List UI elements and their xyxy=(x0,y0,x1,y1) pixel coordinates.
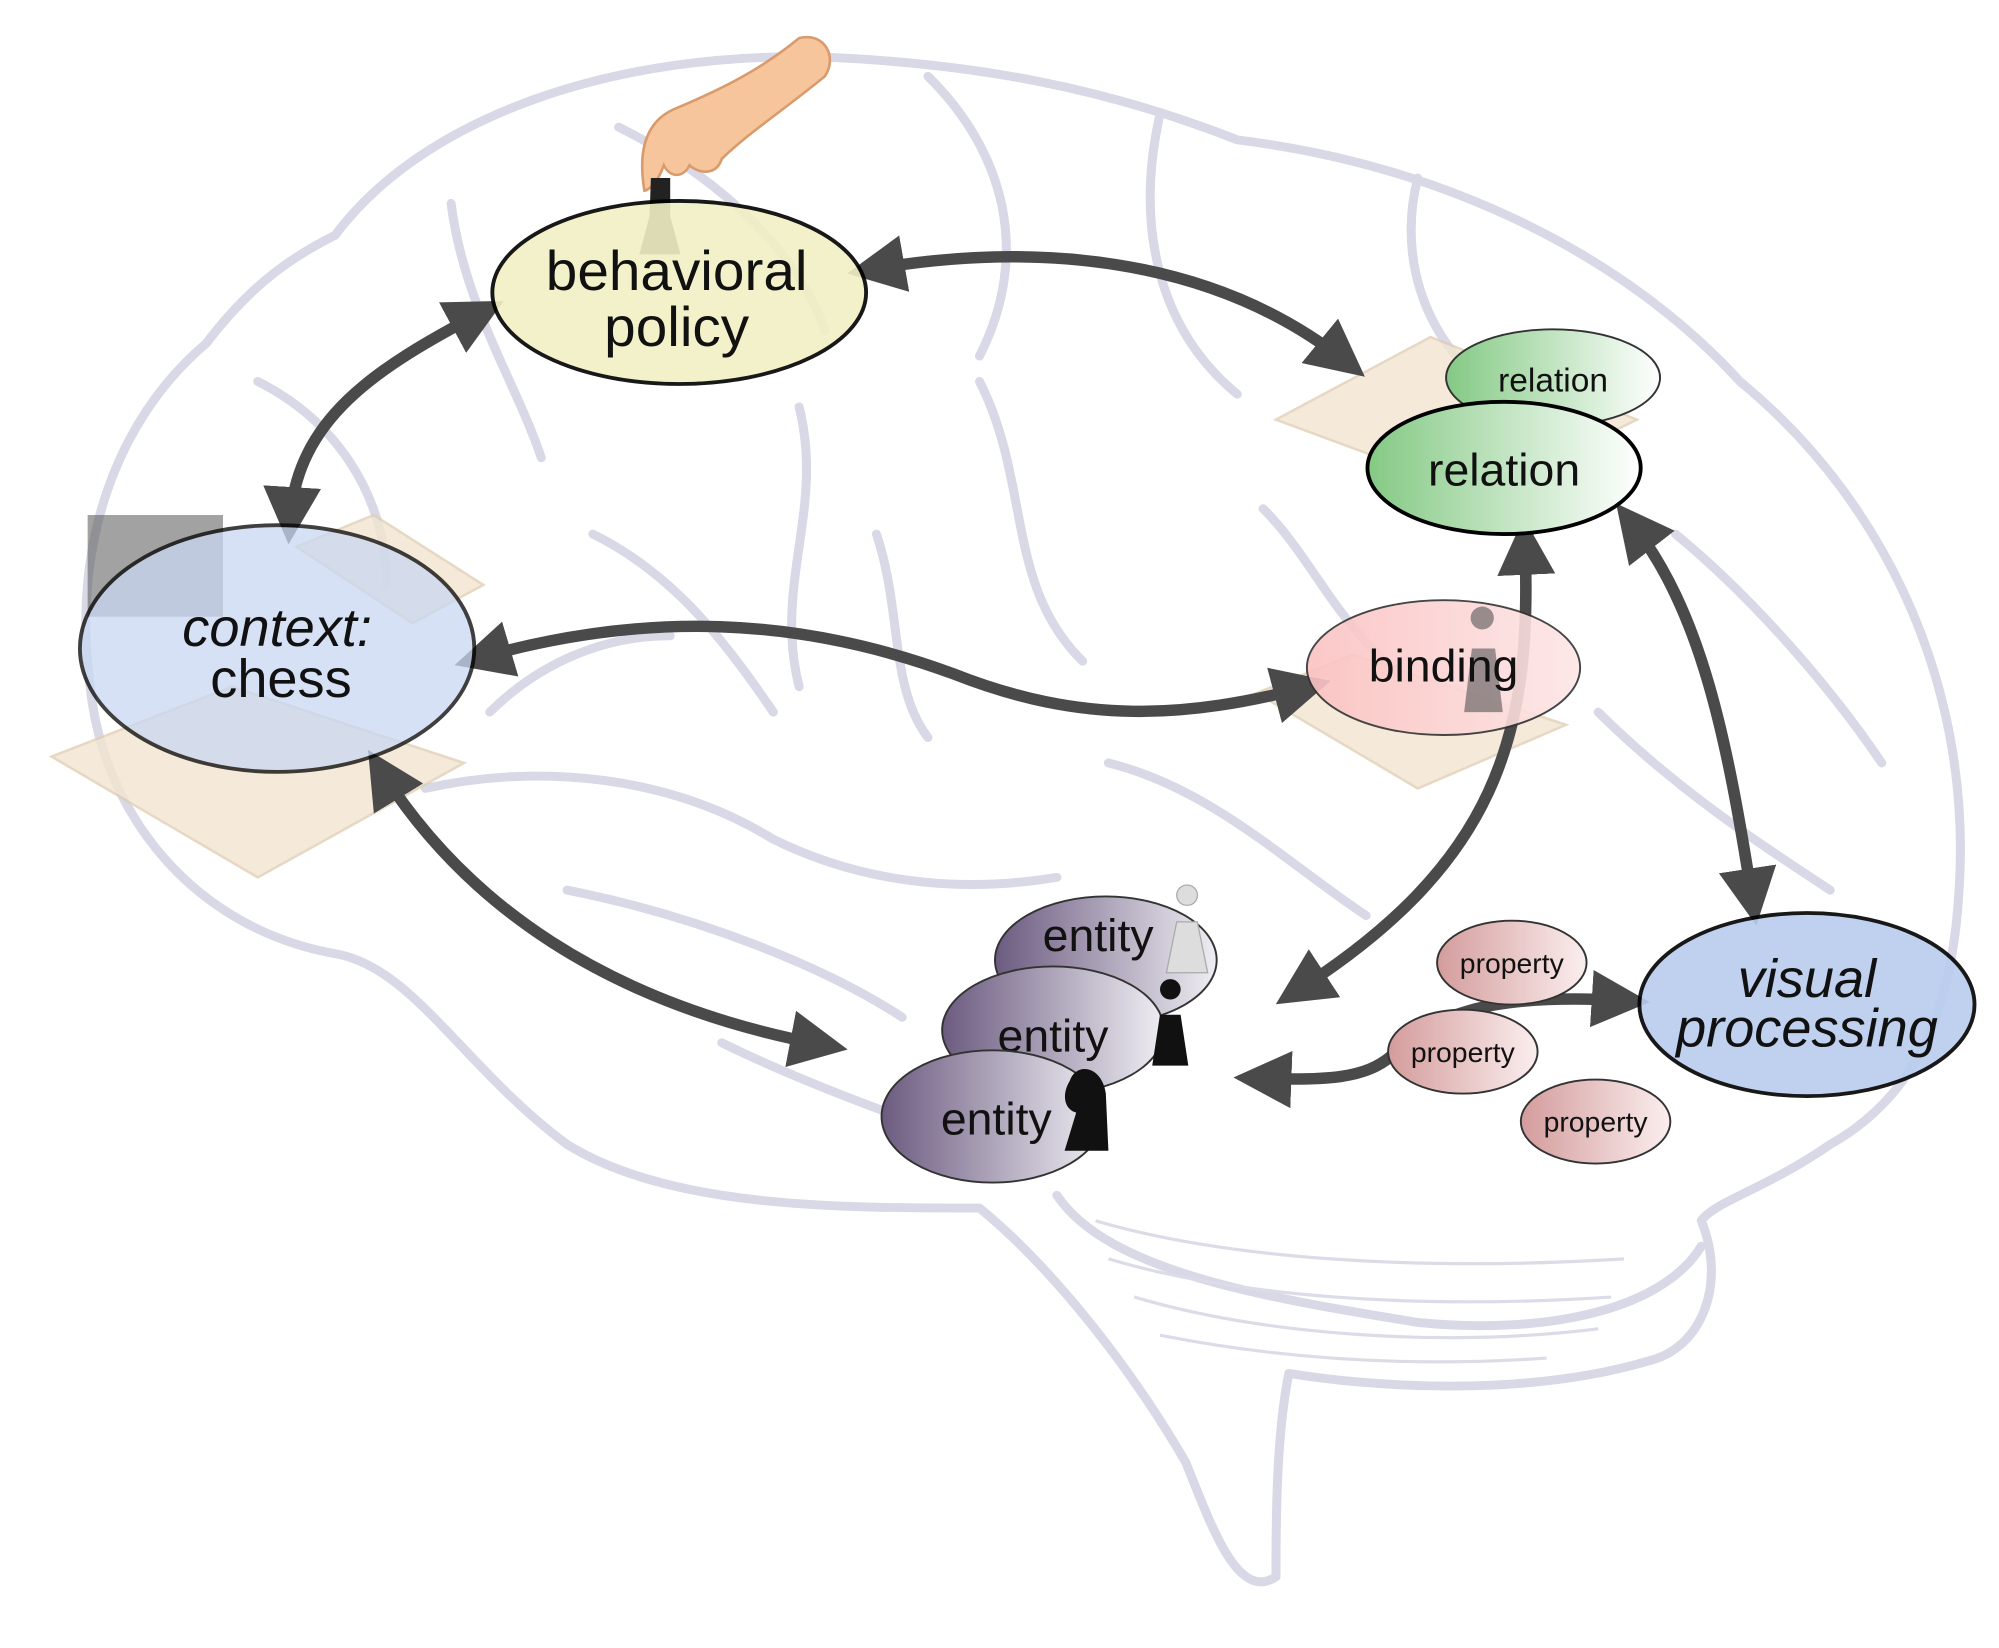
black-pawn-icon xyxy=(1152,979,1189,1066)
arrow-relation-visual xyxy=(1616,503,1777,926)
white-pawn-icon xyxy=(1165,884,1209,974)
arrow-policy-relation xyxy=(847,235,1365,377)
brain-outline xyxy=(81,52,1965,1587)
node-property-2[interactable]: property xyxy=(1387,1008,1539,1095)
visual-processing-label-line1: visual xyxy=(1738,949,1878,1009)
node-property-1[interactable]: property xyxy=(1436,919,1588,1006)
chess-pawn-icon xyxy=(1464,606,1503,713)
behavioral-policy-label-line1: behavioral xyxy=(546,239,808,302)
node-property-3[interactable]: property xyxy=(1519,1078,1672,1165)
relation-front-label: relation xyxy=(1428,444,1580,496)
node-entity-front[interactable]: entity xyxy=(880,1049,1109,1184)
node-behavioral-policy[interactable]: behavioral policy xyxy=(490,199,869,386)
arrow-context-entity xyxy=(367,749,848,1068)
node-visual-processing[interactable]: visual processing xyxy=(1637,911,1977,1099)
property-3-label: property xyxy=(1544,1107,1649,1138)
entity-3-label: entity xyxy=(941,1093,1052,1145)
binding-label: binding xyxy=(1369,640,1519,692)
black-knight-icon xyxy=(1064,1069,1109,1151)
visual-processing-label-line2: processing xyxy=(1674,999,1938,1059)
relation-back-label: relation xyxy=(1498,363,1608,400)
node-relation-front[interactable]: relation xyxy=(1365,399,1643,536)
hand-icon xyxy=(640,35,832,193)
node-context-chess[interactable]: context: chess xyxy=(77,523,477,774)
arrows xyxy=(263,235,1777,1109)
property-1-label: property xyxy=(1460,948,1565,979)
property-2-label: property xyxy=(1411,1037,1516,1068)
entity-1-label: entity xyxy=(1043,909,1154,961)
context-label-line1: context: xyxy=(182,598,372,658)
arrow-policy-context xyxy=(263,300,504,545)
context-label-line2: chess xyxy=(210,649,351,709)
arrow-context-binding xyxy=(454,620,1331,724)
behavioral-policy-label-line2: policy xyxy=(604,295,750,358)
node-binding[interactable]: binding xyxy=(1305,599,1582,736)
